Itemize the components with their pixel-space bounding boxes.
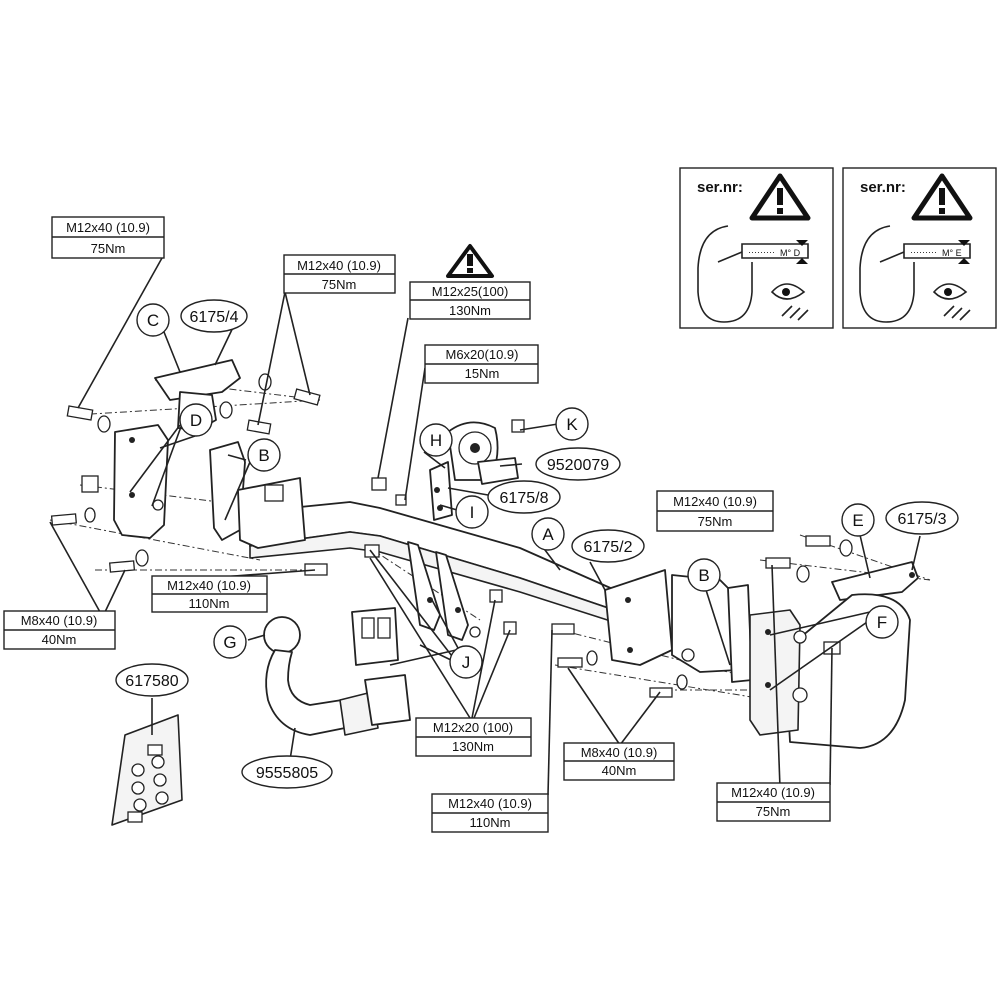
serial-label: ser.nr:	[697, 179, 743, 196]
svg-text:9520079: 9520079	[547, 457, 609, 474]
letter-label-b-left: B	[247, 438, 281, 472]
fasteners	[50, 373, 853, 698]
callout-spec: M8x40 (10.9)	[581, 745, 658, 760]
svg-text:C: C	[147, 311, 159, 330]
callout-spec: M6x20(10.9)	[446, 347, 519, 362]
warning-icon	[749, 173, 811, 221]
serial-panel-d: ser.nr: ········· M° D	[679, 167, 834, 329]
svg-text:6175/2: 6175/2	[584, 539, 633, 556]
callout-spec: M8x40 (10.9)	[21, 613, 98, 628]
callout-m12x40-75nm-upper-left: M12x40 (10.9) 75Nm	[51, 216, 165, 259]
part-number-617580: 617580	[115, 663, 189, 697]
letter-label-a: A	[531, 517, 565, 551]
svg-text:B: B	[698, 566, 709, 585]
callout-torque: 75Nm	[91, 241, 126, 256]
callout-m12x40-75nm-right: M12x40 (10.9) 75Nm	[656, 490, 774, 532]
main-crossbar	[237, 477, 753, 683]
bolt-kit	[111, 714, 183, 826]
callout-torque: 75Nm	[322, 277, 357, 292]
svg-text:·········: ·········	[910, 247, 937, 257]
serial-panel-e: ser.nr: ········· M° E	[842, 167, 997, 329]
callout-spec: M12x40 (10.9)	[731, 785, 815, 800]
eye-icon	[770, 283, 809, 321]
callout-m12x25-130nm: M12x25(100) 130Nm	[409, 281, 531, 320]
svg-text:6175/4: 6175/4	[190, 309, 239, 326]
svg-text:9555805: 9555805	[256, 765, 318, 782]
callout-m12x20-130nm: M12x20 (100) 130Nm	[415, 717, 532, 757]
svg-text:K: K	[566, 415, 578, 434]
svg-text:617580: 617580	[125, 673, 178, 690]
letter-label-i: I	[455, 495, 489, 529]
part-number-9555805: 9555805	[241, 755, 333, 789]
callout-spec: M12x40 (10.9)	[673, 494, 757, 509]
callout-spec: M12x40 (10.9)	[297, 258, 381, 273]
letter-label-c: C	[136, 303, 170, 337]
callout-torque: 130Nm	[452, 739, 494, 754]
callout-torque: 110Nm	[189, 596, 230, 611]
callout-torque: 75Nm	[756, 804, 791, 819]
callout-m6x20-15nm: M6x20(10.9) 15Nm	[424, 344, 539, 384]
svg-text:G: G	[223, 633, 236, 652]
callout-torque: 40Nm	[602, 763, 637, 778]
callout-spec: M12x20 (100)	[433, 720, 513, 735]
callout-m12x40-75nm-bottom-right: M12x40 (10.9) 75Nm	[716, 782, 831, 822]
svg-text:I: I	[470, 503, 475, 522]
svg-text:D: D	[190, 411, 202, 430]
letter-label-h: H	[419, 423, 453, 457]
callout-spec: M12x40 (10.9)	[167, 578, 251, 593]
callout-spec: M12x40 (10.9)	[448, 796, 532, 811]
svg-text:·········: ·········	[748, 247, 775, 257]
callout-spec: M12x40 (10.9)	[66, 220, 150, 235]
eye-icon	[932, 283, 971, 321]
callout-torque: 110Nm	[470, 815, 511, 830]
callout-m8x40-40nm-right: M8x40 (10.9) 40Nm	[563, 742, 675, 781]
warning-icon	[911, 173, 973, 221]
callout-torque: 40Nm	[42, 632, 77, 647]
svg-text:E: E	[852, 511, 863, 530]
left-side-bracket	[113, 359, 246, 541]
socket-bracket	[429, 421, 519, 521]
letter-label-e: E	[841, 503, 875, 537]
part-number-6175-2: 6175/2	[571, 529, 645, 563]
svg-text:A: A	[542, 525, 554, 544]
callout-torque: 75Nm	[698, 514, 733, 529]
svg-text:B: B	[258, 446, 269, 465]
callout-torque: 15Nm	[465, 366, 500, 381]
letter-label-f: F	[865, 605, 899, 639]
callout-torque: 130Nm	[449, 303, 491, 318]
svg-text:F: F	[877, 613, 887, 632]
serial-tag: M° D	[780, 248, 801, 258]
letter-label-g: G	[213, 625, 247, 659]
tow-ball-assembly	[263, 607, 411, 736]
part-number-9520079: 9520079	[535, 447, 621, 481]
callout-spec: M12x25(100)	[432, 284, 509, 299]
letter-label-k: K	[555, 407, 589, 441]
part-number-6175-3: 6175/3	[885, 501, 959, 535]
letter-label-d: D	[179, 403, 213, 437]
svg-text:H: H	[430, 431, 442, 450]
leader-lines	[49, 257, 921, 796]
svg-text:6175/3: 6175/3	[898, 511, 947, 528]
warning-icon	[446, 244, 494, 278]
svg-text:6175/8: 6175/8	[500, 490, 549, 507]
svg-text:J: J	[462, 653, 471, 672]
serial-label: ser.nr:	[860, 179, 906, 196]
letter-label-b-right: B	[687, 558, 721, 592]
part-number-6175-8: 6175/8	[487, 480, 561, 514]
callout-m8x40-40nm-left: M8x40 (10.9) 40Nm	[3, 610, 116, 650]
callout-m12x40-110nm-bottom: M12x40 (10.9) 110Nm	[431, 793, 549, 833]
callout-m12x40-110nm-left: M12x40 (10.9) 110Nm	[151, 575, 268, 613]
serial-tag: M° E	[942, 248, 962, 258]
letter-label-j: J	[449, 645, 483, 679]
callout-m12x40-75nm-upper-middle: M12x40 (10.9) 75Nm	[283, 254, 396, 294]
part-number-6175-4: 6175/4	[180, 299, 248, 333]
